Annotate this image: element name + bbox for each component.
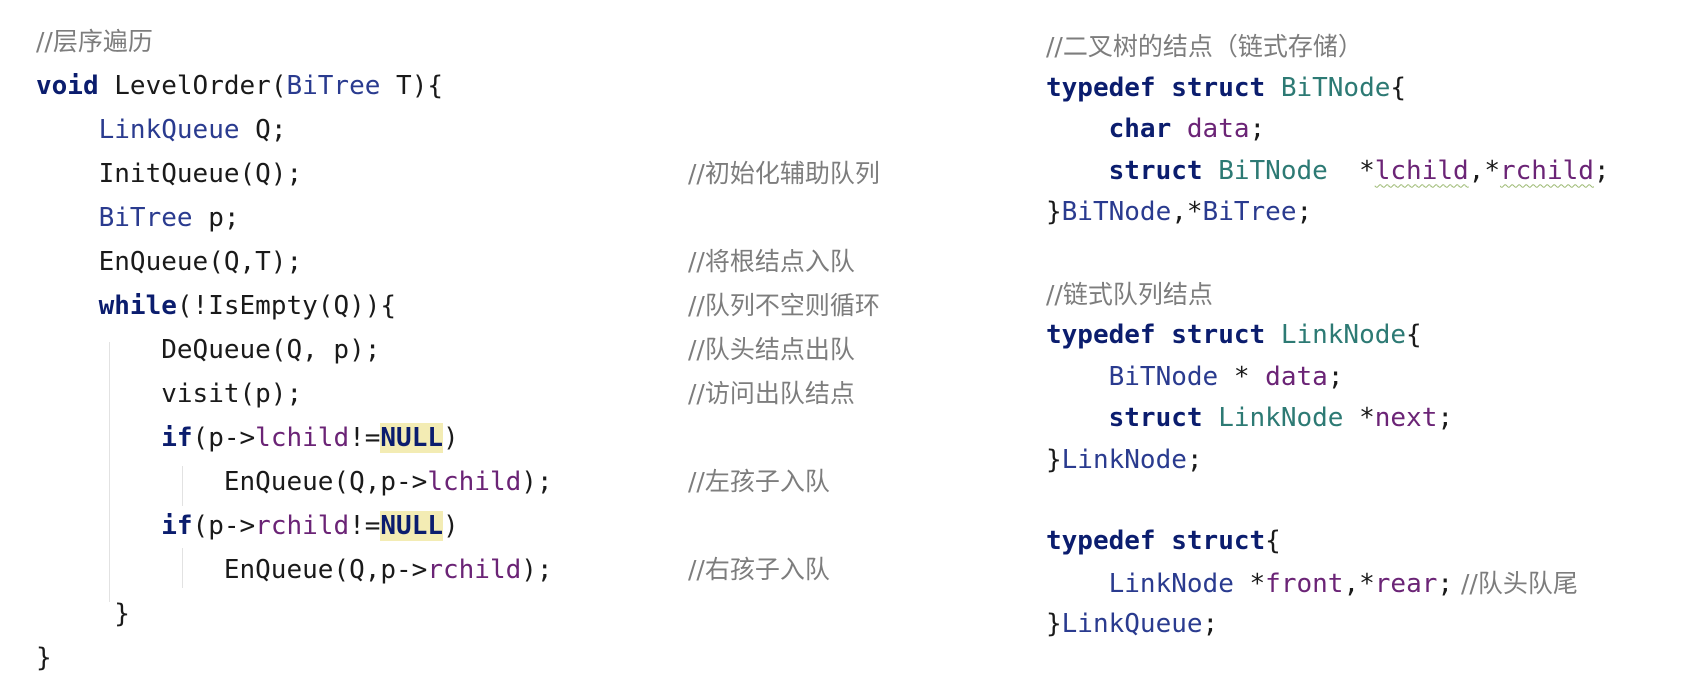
struct-name: LinkNode [1280,320,1407,350]
code-line: //层序遍历 [36,20,1016,64]
field-name: rchild [1499,155,1594,186]
code-comment: //队头队尾 [1453,568,1578,598]
code-line: EnQueue(Q,p->rchild);//右孩子入队 [36,548,1016,592]
keyword: char [1108,114,1172,144]
code-comment: //访问出队结点 [688,379,855,408]
keyword: if [161,423,193,453]
keyword: struct [1108,403,1203,433]
code-line: while(!IsEmpty(Q)){//队列不空则循环 [36,284,1016,328]
code-line: }LinkQueue; [1046,609,1219,639]
code-line: } [36,636,1016,680]
code-line: if(p->lchild!=NULL) [161,423,459,453]
type-name: LinkNode [1061,444,1187,475]
keyword: typedef [1046,72,1156,103]
code-line: typedef struct{ [1046,526,1281,556]
field-name: lchild [1374,155,1469,186]
closing-brace: } [36,643,52,673]
struct-name: LinkNode [1218,403,1344,433]
code-comment: //二叉树的结点（链式存储） [1046,32,1363,61]
keyword: struct [1171,72,1266,103]
keyword: void [36,71,99,101]
keyword: if [161,511,193,541]
code-line: EnQueue(Q,p->lchild);//左孩子入队 [36,460,1016,504]
code-line: }LinkNode; [1046,444,1203,475]
indent-guide [182,548,183,588]
code-comment: //右孩子入队 [688,555,830,584]
closing-brace: } [114,599,130,629]
struct-name: BiTNode [1218,155,1328,186]
null-macro: NULL [380,511,444,541]
keyword: struct [1171,320,1266,350]
type-name: LinkNode [1108,568,1234,599]
code-comment: //初始化辅助队列 [688,159,880,188]
field-name: front [1265,568,1344,599]
blank-line [1046,234,1686,274]
type-name: BiTree [286,71,381,101]
field-name: lchild [255,423,350,453]
indent-guide [109,342,110,602]
code-line: struct BiTNode *lchild,*rchild; [1108,155,1610,186]
keyword: struct [1108,155,1203,186]
code-comment: //队列不空则循环 [688,291,880,320]
struct-name: BiTNode [1280,72,1391,103]
code-line: //链式队列结点 [1046,274,1686,316]
keyword: typedef [1046,526,1156,556]
code-line: typedef struct LinkNode{ [1046,320,1422,350]
struct-definitions: //二叉树的结点（链式存储） typedef struct BiTNode{ c… [1046,26,1686,646]
code-line: struct LinkNode *next; [1108,403,1454,433]
code-comment: //将根结点入队 [688,247,855,276]
field-name: next [1374,403,1438,433]
type-name: BiTree [98,203,193,233]
field-name: data [1265,361,1328,392]
code-line: EnQueue(Q,T);//将根结点入队 [36,240,1016,284]
code-line: } [36,592,1016,636]
code-comment: //队头结点出队 [688,335,855,364]
code-line: void LevelOrder(BiTree T){ [36,71,444,101]
type-name: BiTNode [1061,197,1172,227]
null-macro: NULL [380,423,444,453]
field-name: lchild [427,467,522,497]
code-line: InitQueue(Q);//初始化辅助队列 [36,152,1016,196]
code-comment: //层序遍历 [36,27,153,56]
code-line: BiTree p; [98,203,240,233]
type-name: BiTNode [1108,361,1219,392]
code-line: if(p->rchild!=NULL) [161,511,459,541]
code-line: }BiTNode,*BiTree; [1046,197,1313,227]
code-line: DeQueue(Q, p);//队头结点出队 [36,328,1016,372]
keyword: while [98,291,177,321]
type-name: LinkQueue [1061,609,1203,639]
field-name: rear [1374,568,1438,599]
code-line: BiTNode * data; [1108,361,1344,392]
code-comment: //左孩子入队 [688,467,830,496]
code-line: LinkNode *front,*rear; //队头队尾 [1108,568,1578,599]
keyword: struct [1171,526,1266,556]
code-comment: //链式队列结点 [1046,279,1213,309]
level-order-code: //层序遍历 void LevelOrder(BiTree T){ LinkQu… [36,20,1016,680]
keyword: typedef [1046,320,1156,350]
type-name: BiTree [1202,197,1297,227]
code-line: LinkQueue Q; [98,115,287,145]
code-line: //二叉树的结点（链式存储） [1046,26,1686,68]
field-name: data [1186,114,1250,144]
function-name: LevelOrder( [114,71,287,101]
field-name: rchild [427,555,522,585]
code-line: typedef struct BiTNode{ [1046,72,1407,103]
indent-guide [182,466,183,506]
type-name: LinkQueue [98,115,240,145]
code-line: visit(p);//访问出队结点 [36,372,1016,416]
blank-line [1046,481,1686,521]
code-line: char data; [1108,114,1266,144]
field-name: rchild [255,511,350,541]
